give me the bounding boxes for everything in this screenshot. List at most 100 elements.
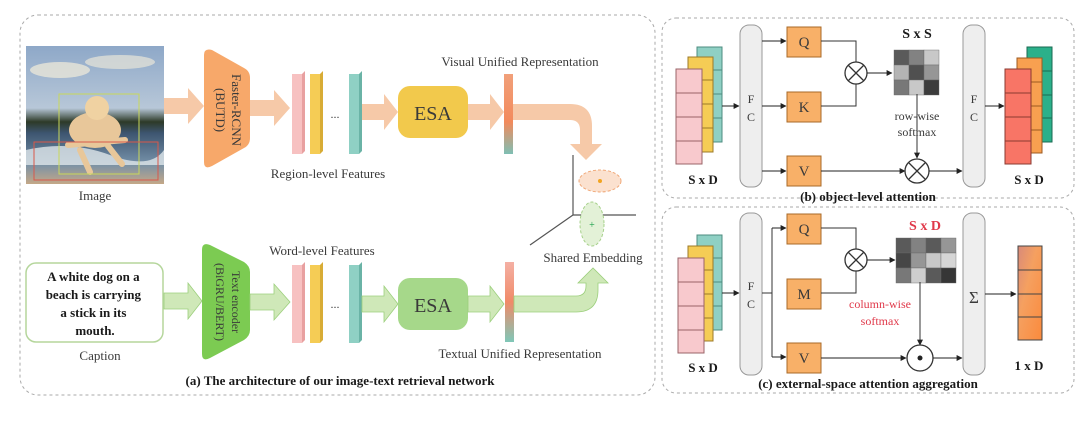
- matrix-cell: [940, 252, 957, 269]
- esa-visual-block: [398, 86, 468, 138]
- panel-b-v-box: [786, 155, 822, 187]
- panel-b-matrix-label: S x S: [902, 27, 932, 42]
- arrow-esa-to-unified: [468, 94, 504, 130]
- region-features: [292, 71, 362, 154]
- panel-a-caption: (a) The architecture of our image-text r…: [186, 373, 496, 388]
- visual-unified-vector: [504, 74, 513, 154]
- arrow-visual-to-embedding: [513, 104, 602, 160]
- panel-c-q-box: [786, 213, 822, 245]
- matrix-cell: [923, 79, 940, 96]
- image-label: Image: [79, 188, 112, 203]
- matrix-cell: [893, 64, 910, 81]
- arrow-words-to-esa: [361, 284, 399, 324]
- arrow-text-to-embedding: [513, 267, 609, 313]
- arrow-encoder-to-words: [249, 282, 291, 322]
- matrix-cell: [910, 267, 927, 284]
- panel-c-input-label: S x D: [688, 360, 718, 375]
- panel-b-attention-matrix: [893, 49, 940, 96]
- region-features-label: Region-level Features: [271, 166, 385, 181]
- bigru-bert-label: (BiGRU/BERT): [213, 263, 227, 341]
- panel-c-sum-label: Σ: [969, 288, 979, 307]
- panel-c-elementwise-op: [906, 344, 934, 372]
- panel-c-input-stack: [677, 234, 723, 354]
- panel-c-frame: [661, 206, 1075, 394]
- matrix-cell: [923, 64, 940, 81]
- caption-box: [25, 262, 164, 343]
- panel-b-input-stack: [675, 46, 723, 165]
- matrix-cell: [893, 79, 910, 96]
- matrix-cell: [910, 252, 927, 269]
- panel-c-caption: (c) external-space attention aggregation: [758, 376, 978, 391]
- word-features: [292, 262, 362, 343]
- panel-c-v-label: V: [799, 351, 810, 367]
- textual-unified-label: Textual Unified Representation: [439, 346, 602, 361]
- panel-c-m-label: M: [797, 287, 810, 303]
- panel-a-frame: [19, 14, 656, 396]
- shared-embedding-space: +: [529, 155, 636, 247]
- panel-b-fc-f: F: [748, 92, 755, 106]
- matrix-cell: [895, 267, 912, 284]
- textual-unified-vector: [505, 262, 514, 342]
- region-ellipsis: ...: [331, 107, 340, 121]
- caption-text: A white dog on a beach is carrying a sti…: [46, 269, 145, 338]
- matrix-cell: [895, 252, 912, 269]
- panel-b-v-label: V: [799, 164, 810, 180]
- matrix-cell: [940, 267, 957, 284]
- faster-rcnn-encoder: [204, 49, 250, 168]
- panel-b-multiply-op-2: [904, 158, 930, 184]
- matrix-cell: [893, 49, 910, 66]
- matrix-cell: [940, 237, 957, 254]
- panel-b-fc2-c: C: [970, 110, 978, 124]
- panel-c-q-label: Q: [799, 222, 810, 238]
- matrix-cell: [895, 237, 912, 254]
- input-image: [26, 46, 164, 184]
- matrix-cell: [910, 237, 927, 254]
- panel-b-multiply-op: [844, 61, 868, 85]
- matrix-cell: [908, 49, 925, 66]
- esa-visual-label: ESA: [414, 103, 452, 125]
- panel-b-output-label: S x D: [1014, 172, 1044, 187]
- panel-b-input-label: S x D: [688, 172, 718, 187]
- arrow-caption-to-encoder: [163, 281, 203, 321]
- panel-b-k-label: K: [799, 100, 810, 116]
- panel-c-output-label: 1 x D: [1015, 358, 1044, 373]
- matrix-cell: [908, 64, 925, 81]
- panel-b-fc-layer: [739, 24, 763, 188]
- panel-c-attention-matrix: [895, 237, 957, 284]
- arrow-encoder-to-features: [250, 90, 290, 126]
- esa-text-block: [398, 278, 468, 330]
- faster-rcnn-label: Faster-RCNN: [229, 74, 244, 147]
- panel-c-fc-c: C: [747, 297, 755, 311]
- matrix-cell: [908, 79, 925, 96]
- word-ellipsis: ...: [331, 297, 340, 311]
- panel-c-fc-f: F: [748, 279, 755, 293]
- panel-b-fc-layer-2: [962, 24, 986, 188]
- text-encoder-label: Text encoder: [229, 271, 243, 333]
- matrix-cell: [923, 49, 940, 66]
- esa-text-label: ESA: [414, 295, 452, 317]
- panel-b-caption: (b) object-level attention: [800, 189, 937, 204]
- matrix-cell: [925, 267, 942, 284]
- visual-unified-label: Visual Unified Representation: [441, 54, 599, 69]
- panel-b-fc-c: C: [747, 110, 755, 124]
- panel-c-multiply-op: [844, 248, 868, 272]
- panel-b-q-label: Q: [799, 35, 810, 51]
- word-features-label: Word-level Features: [269, 243, 374, 258]
- shared-embedding-label: Shared Embedding: [543, 250, 643, 265]
- panel-b-fc2-f: F: [971, 92, 978, 106]
- arrow-image-to-encoder: [164, 88, 204, 124]
- butd-label: (BUTD): [213, 88, 228, 132]
- panel-c-softmax-2: softmax: [861, 314, 900, 328]
- matrix-cell: [925, 252, 942, 269]
- panel-c-output-vector: [1017, 245, 1043, 341]
- caption-label: Caption: [79, 348, 121, 363]
- panel-c-m-box: [786, 278, 822, 310]
- panel-b-k-box: [786, 91, 822, 123]
- arrow-features-to-esa: [362, 94, 398, 130]
- text-encoder: [202, 244, 250, 360]
- svg-text:+: +: [589, 220, 595, 231]
- panel-c-matrix-label: S x D: [909, 219, 941, 234]
- panel-c-softmax-1: column-wise: [849, 297, 911, 311]
- panel-b-output-stack: [1004, 46, 1053, 165]
